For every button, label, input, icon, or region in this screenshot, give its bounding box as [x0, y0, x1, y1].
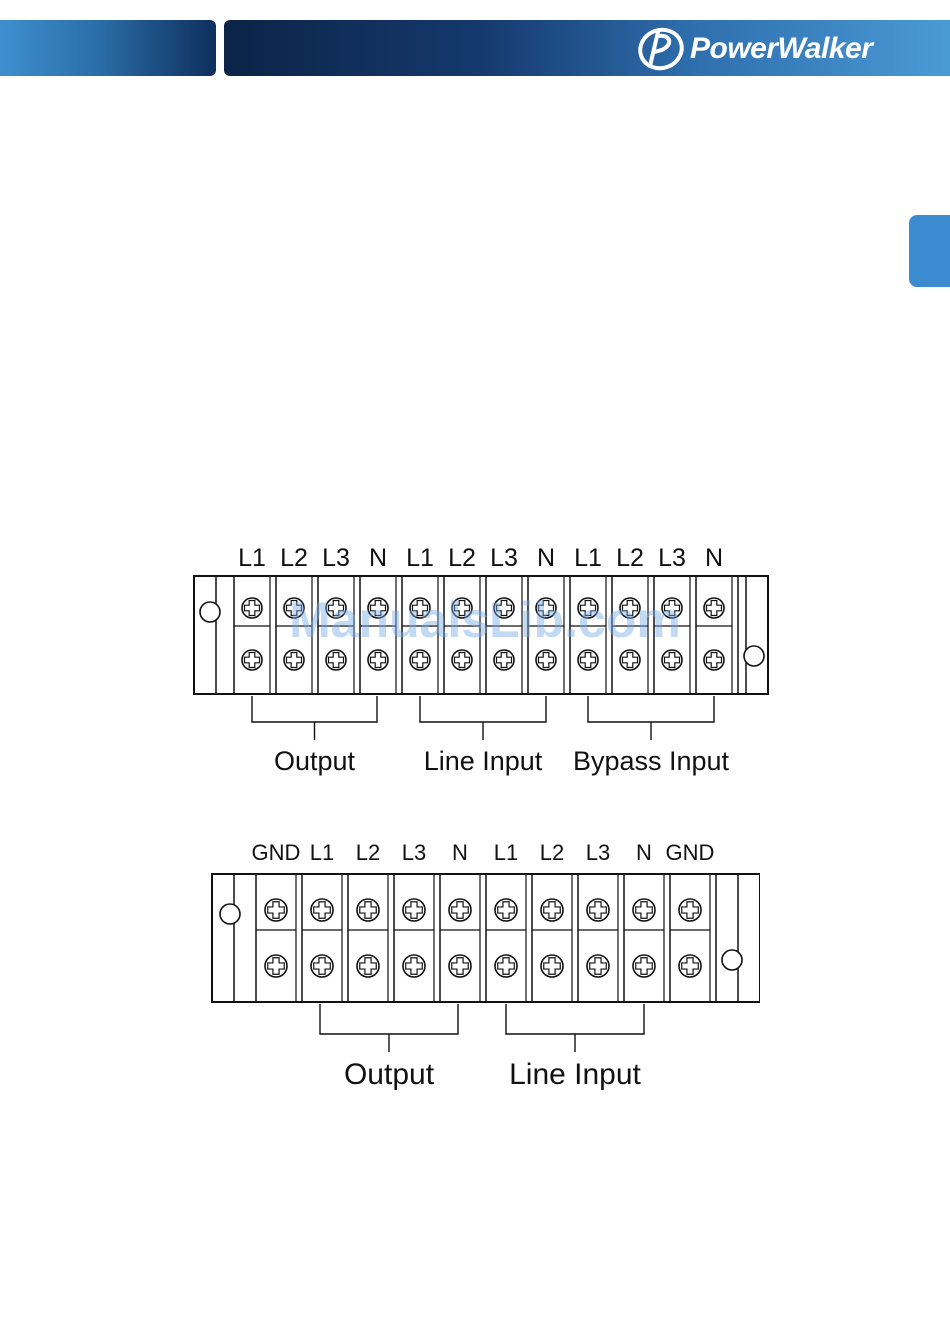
terminal-label: L2 [356, 840, 380, 865]
brand-logo: PowerWalker [636, 26, 872, 72]
terminal-screw-icon [452, 650, 472, 670]
terminal-screw-icon [662, 598, 682, 618]
group-label: Output [274, 746, 356, 776]
terminal-screw-icon [578, 650, 598, 670]
terminal-screw-icon [452, 598, 472, 618]
chapter-tab [909, 215, 950, 287]
terminal-screw-icon [368, 650, 388, 670]
terminal-screw-icon [265, 955, 287, 977]
terminal-label: L3 [658, 544, 686, 572]
terminal-screw-icon [403, 899, 425, 921]
terminal-screw-icon [536, 650, 556, 670]
terminal-screw-icon [326, 598, 346, 618]
group-label: Line Input [424, 746, 543, 776]
terminal-label: L1 [310, 840, 334, 865]
group-bracket [420, 696, 546, 740]
terminal-screw-icon [541, 899, 563, 921]
group-bracket [506, 1004, 644, 1052]
terminal-label: L3 [322, 544, 350, 572]
terminal-screw-icon [494, 598, 514, 618]
terminal-screw-icon [704, 650, 724, 670]
terminal-label: GND [666, 840, 715, 865]
terminal-screw-icon [265, 899, 287, 921]
mounting-hole-icon [220, 904, 240, 924]
terminal-label: L1 [238, 544, 266, 572]
header-bar-left [0, 20, 216, 76]
terminal-screw-icon [311, 955, 333, 977]
terminal-block-diagram-1: L1 L2 L3 N L1 L2 L3 N L1 L2 L3 N Output Line Input Byp… [180, 530, 780, 790]
terminal-screw-icon [633, 955, 655, 977]
group-bracket [588, 696, 714, 740]
terminal-label: L3 [490, 544, 518, 572]
mounting-hole-icon [200, 602, 220, 622]
terminal-screw-icon [242, 598, 262, 618]
powerwalker-logo-icon [636, 26, 686, 72]
terminal-screw-icon [311, 899, 333, 921]
terminal-block-frame [194, 576, 768, 694]
terminal-block-diagram-2: GND L1 L2 L3 N L1 L2 L3 N GND Output Line Input [200, 830, 760, 1100]
terminal-label: N [452, 840, 468, 865]
terminal-label: N [537, 544, 555, 572]
terminal-screw-icon [449, 899, 471, 921]
terminal-screw-icon [368, 598, 388, 618]
group-bracket [252, 696, 377, 740]
terminal-screw-icon [587, 955, 609, 977]
terminal-screw-icon [536, 598, 556, 618]
terminal-label: N [369, 544, 387, 572]
terminal-screw-icon [541, 955, 563, 977]
terminal-screw-icon [326, 650, 346, 670]
terminal-label: L2 [616, 544, 644, 572]
terminal-screw-icon [403, 955, 425, 977]
terminal-screw-icon [410, 650, 430, 670]
terminal-screw-icon [704, 598, 724, 618]
terminal-screw-icon [620, 598, 640, 618]
terminal-label: N [636, 840, 652, 865]
group-bracket [320, 1004, 458, 1052]
group-label: Line Input [509, 1058, 641, 1091]
terminal-label: L3 [402, 840, 426, 865]
mounting-hole-icon [722, 950, 742, 970]
group-label: Output [344, 1058, 435, 1091]
terminal-screw-icon [284, 598, 304, 618]
group-label: Bypass Input [573, 746, 730, 776]
terminal-label: L2 [448, 544, 476, 572]
terminal-screw-icon [449, 955, 471, 977]
terminal-label: L2 [540, 840, 564, 865]
terminal-screw-icon [662, 650, 682, 670]
terminal-screw-icon [679, 899, 701, 921]
terminal-screw-icon [357, 899, 379, 921]
terminal-label: L1 [406, 544, 434, 572]
terminal-screw-icon [633, 899, 655, 921]
terminal-screw-icon [494, 650, 514, 670]
terminal-label: L1 [494, 840, 518, 865]
terminal-label: L2 [280, 544, 308, 572]
terminal-screw-icon [495, 955, 517, 977]
terminal-screw-icon [284, 650, 304, 670]
terminal-label: N [705, 544, 723, 572]
brand-name: PowerWalker [690, 32, 872, 66]
terminal-label: L3 [586, 840, 610, 865]
mounting-hole-icon [744, 646, 764, 666]
terminal-label: GND [252, 840, 301, 865]
terminal-screw-icon [679, 955, 701, 977]
terminal-screw-icon [357, 955, 379, 977]
terminal-screw-icon [242, 650, 262, 670]
terminal-screw-icon [587, 899, 609, 921]
terminal-screw-icon [495, 899, 517, 921]
terminal-label: L1 [574, 544, 602, 572]
terminal-screw-icon [410, 598, 430, 618]
terminal-screw-icon [620, 650, 640, 670]
terminal-screw-icon [578, 598, 598, 618]
